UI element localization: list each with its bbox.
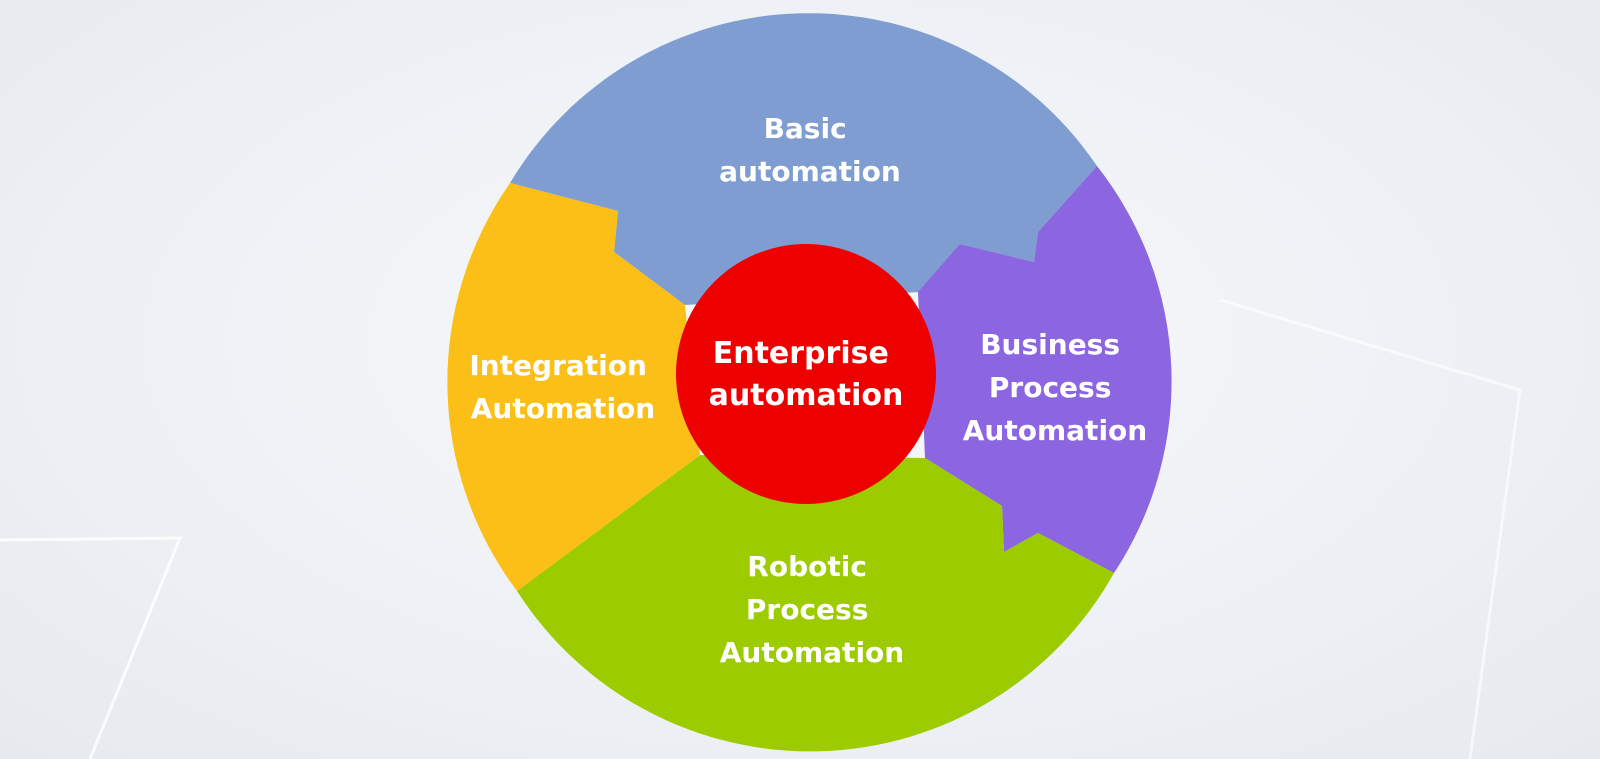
segment-business-process-automation — [918, 166, 1172, 573]
basic-automation-label: Basic automation — [719, 112, 901, 188]
segment-basic-automation — [510, 13, 1097, 305]
enterprise-automation-label: Enterprise automation — [709, 336, 904, 413]
business-label-line-3: Automation — [963, 414, 1147, 447]
segment-robotic-process-automation — [517, 455, 1114, 752]
robotic-label-line-2: Process — [746, 593, 869, 626]
robotic-label-line-1: Robotic — [747, 550, 867, 583]
business-label-line-2: Process — [989, 371, 1112, 404]
outer-ring — [447, 13, 1172, 752]
background-left-stroke — [0, 536, 183, 759]
segment-integration-automation — [447, 183, 700, 591]
integration-label-line-2: Automation — [471, 392, 655, 425]
basic-label-line-2: automation — [719, 155, 901, 188]
robotic-label-line-3: Automation — [720, 636, 904, 669]
center-label-line-1: Enterprise — [713, 336, 889, 371]
integration-label-line-1: Integration — [469, 349, 647, 382]
center-circle — [676, 244, 936, 504]
basic-label-line-1: Basic — [764, 112, 847, 145]
robotic-process-automation-label: Robotic Process Automation — [720, 550, 904, 669]
center-label-line-2: automation — [709, 378, 904, 413]
background-right-stroke — [1219, 298, 1522, 759]
integration-automation-label: Integration Automation — [469, 349, 656, 425]
business-process-automation-label: Business Process Automation — [963, 328, 1147, 447]
business-label-line-1: Business — [980, 328, 1120, 361]
